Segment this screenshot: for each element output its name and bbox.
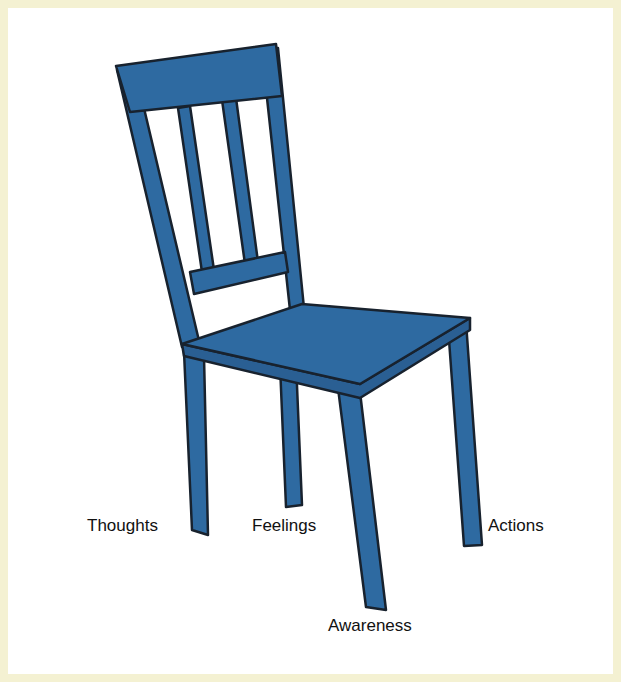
chair-leg [184, 352, 208, 535]
chair-slat [222, 98, 258, 264]
chair-slat [178, 106, 214, 272]
chair-top-rail [116, 44, 282, 112]
chair-seat [182, 304, 470, 384]
leg-label: Actions [488, 516, 544, 536]
leg-label: Awareness [328, 616, 412, 636]
chair-leg [338, 388, 386, 610]
leg-label: Feelings [252, 516, 316, 536]
chair-rail [190, 252, 288, 294]
chair-leg [448, 322, 482, 546]
leg-label: Thoughts [87, 516, 158, 536]
